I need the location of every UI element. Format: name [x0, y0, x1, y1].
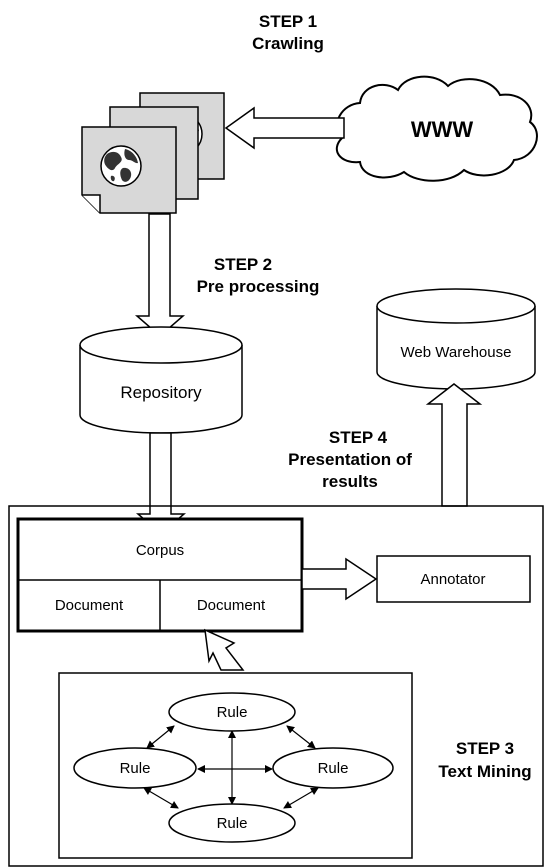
- annotator-box: Annotator: [376, 555, 531, 603]
- step1-label: STEP 1 Crawling: [252, 12, 324, 53]
- step4-name-line2: results: [322, 472, 378, 491]
- web-warehouse-database: Web Warehouse: [376, 288, 536, 390]
- corpus-block: Corpus Document Document: [16, 517, 304, 633]
- repository-label: Repository: [120, 383, 202, 402]
- web-pages-stack-icon: [81, 92, 225, 214]
- web-page-front: [81, 126, 177, 214]
- annotator-label: Annotator: [420, 571, 485, 588]
- rule-left: Rule: [73, 747, 197, 789]
- arrow-pages-to-repository: [134, 213, 186, 337]
- corpus-label: Corpus: [136, 542, 184, 559]
- step2-title: STEP 2: [214, 255, 272, 274]
- rule-connections: [143, 725, 319, 809]
- arrow-rules-to-documents: [204, 628, 245, 671]
- connector-top-right: [286, 725, 316, 749]
- repository-database: Repository: [79, 326, 243, 434]
- arrow-www-to-pages: [224, 106, 345, 150]
- step3-name: Text Mining: [438, 762, 531, 781]
- step3-title: STEP 3: [456, 739, 514, 758]
- connector-top-left: [146, 725, 175, 749]
- rule-bottom-label: Rule: [217, 815, 248, 832]
- rule-right-label: Rule: [318, 760, 349, 777]
- rule-right: Rule: [272, 747, 394, 789]
- step1-name: Crawling: [252, 34, 324, 53]
- rule-left-label: Rule: [120, 760, 151, 777]
- connector-left-bottom: [143, 787, 179, 809]
- arrow-results-to-warehouse: [425, 383, 483, 507]
- text-mining-frame: [8, 505, 544, 867]
- cloud-icon: [335, 75, 538, 182]
- www-label: WWW: [411, 117, 474, 142]
- connector-right-bottom: [283, 787, 319, 809]
- www-cloud: WWW: [335, 75, 538, 182]
- step4-title: STEP 4: [329, 428, 388, 447]
- rule-top-label: Rule: [217, 704, 248, 721]
- rule-top: Rule: [168, 692, 296, 732]
- step4-name-line1: Presentation of: [288, 450, 412, 469]
- web-warehouse-label: Web Warehouse: [401, 344, 512, 361]
- rule-bottom: Rule: [168, 803, 296, 843]
- document-left-label: Document: [55, 597, 124, 614]
- document-right-label: Document: [197, 597, 266, 614]
- step3-label: STEP 3 Text Mining: [438, 739, 531, 781]
- step2-label: STEP 2 Pre processing: [197, 255, 320, 296]
- step2-name: Pre processing: [197, 277, 320, 296]
- arrow-corpus-to-annotator: [301, 557, 378, 601]
- step1-title: STEP 1: [259, 12, 317, 31]
- step4-label: STEP 4 Presentation of results: [288, 428, 412, 491]
